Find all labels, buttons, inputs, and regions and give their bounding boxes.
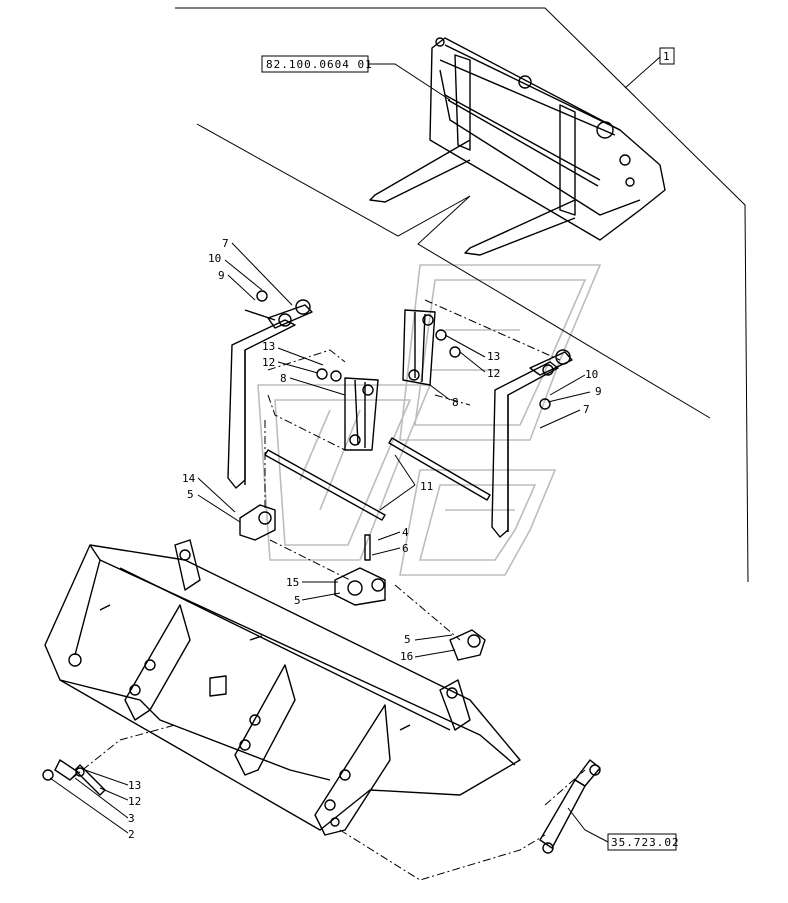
- ref-label-cylinder: 35.723.02: [611, 836, 680, 849]
- callout-label: 3: [128, 812, 135, 825]
- ref-box-top: 82.100.0604 01: [261, 55, 373, 73]
- callout-label: 15: [286, 576, 299, 589]
- callout-label: 9: [595, 385, 602, 398]
- watermark-logo: [257, 264, 602, 576]
- hinge-blocks: [239, 504, 486, 661]
- leader-lines: [49, 56, 661, 843]
- hydraulic-cylinder: [539, 759, 601, 854]
- callout-label: 12: [128, 795, 141, 808]
- ref-label-top: 82.100.0604 01: [266, 58, 373, 71]
- callout-label: 12: [262, 356, 275, 369]
- callouts: 7 10 9 13 12 8 13 12 8 10 9 7 11 14 5 4 …: [128, 237, 602, 841]
- callout-label: 9: [218, 269, 225, 282]
- ref-label-marker: 1: [663, 50, 671, 63]
- right-fork-tine: [491, 349, 573, 538]
- callout-label: 5: [294, 594, 301, 607]
- callout-label: 13: [487, 350, 500, 363]
- callout-label: 6: [402, 542, 409, 555]
- callout-label: 2: [128, 828, 135, 841]
- callout-label: 5: [187, 488, 194, 501]
- callout-label: 16: [400, 650, 413, 663]
- callout-label: 8: [280, 372, 287, 385]
- callout-label: 14: [182, 472, 196, 485]
- callout-label: 8: [452, 396, 459, 409]
- dash-lines: [69, 299, 586, 881]
- callout-label: 13: [262, 340, 275, 353]
- frame-lines: [175, 7, 749, 583]
- callout-label: 4: [402, 526, 409, 539]
- callout-label: 7: [583, 403, 590, 416]
- callout-label: 10: [208, 252, 221, 265]
- callout-label: 10: [585, 368, 598, 381]
- callout-label: 5: [404, 633, 411, 646]
- ref-box-cylinder: 35.723.02: [607, 833, 680, 851]
- ref-box-marker: 1: [659, 47, 675, 65]
- left-fork-tine: [227, 290, 313, 489]
- long-pins: [264, 437, 491, 521]
- callout-label: 11: [420, 480, 433, 493]
- top-fork-assembly: [369, 37, 666, 256]
- callout-label: 12: [487, 367, 500, 380]
- callout-label: 7: [222, 237, 229, 250]
- bracket-parts: [316, 309, 461, 451]
- bucket: [44, 539, 521, 836]
- callout-label: 13: [128, 779, 141, 792]
- small-pin-parts: [42, 759, 106, 796]
